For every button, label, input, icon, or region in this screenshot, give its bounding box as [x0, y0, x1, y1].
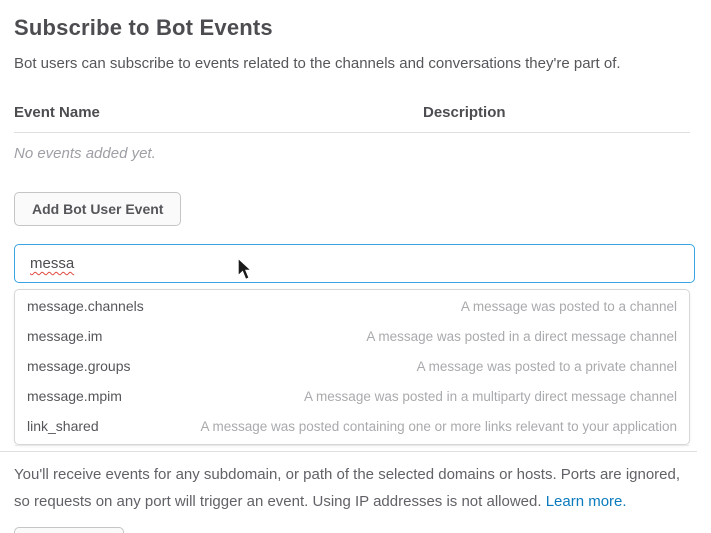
dropdown-footer-divider — [15, 445, 689, 446]
suggestion-name: link_shared — [27, 418, 99, 434]
suggestion-description: A message was posted containing one or m… — [200, 418, 677, 434]
add-bot-user-event-button[interactable]: Add Bot User Event — [14, 192, 182, 226]
page-subtitle: Bot users can subscribe to events relate… — [14, 55, 621, 72]
suggestion-description: A message was posted in a direct message… — [366, 328, 677, 344]
column-header-event-name: Event Name — [14, 104, 100, 121]
suggestion-name: message.channels — [27, 298, 144, 314]
footer-note: You'll receive events for any subdomain,… — [14, 461, 682, 515]
suggestion-name: message.im — [27, 328, 103, 344]
event-suggestion-dropdown: message.channels A message was posted to… — [14, 289, 690, 446]
suggestion-message-groups[interactable]: message.groups A message was posted to a… — [15, 351, 689, 381]
suggestion-description: A message was posted to a channel — [460, 298, 677, 314]
event-search-input[interactable]: messa — [14, 244, 695, 283]
footer-note-text: You'll receive events for any subdomain,… — [14, 466, 681, 510]
event-search-value: messa — [30, 255, 75, 272]
suggestion-description: A message was posted in a multiparty dir… — [304, 388, 677, 404]
suggestion-message-mpim[interactable]: message.mpim A message was posted in a m… — [15, 381, 689, 411]
section-divider — [0, 451, 697, 452]
suggestion-name: message.mpim — [27, 388, 122, 404]
learn-more-link[interactable]: Learn more. — [545, 493, 627, 510]
suggestion-link-shared[interactable]: link_shared A message was posted contain… — [15, 411, 689, 441]
table-header-divider — [14, 132, 690, 133]
suggestion-message-channels[interactable]: message.channels A message was posted to… — [15, 291, 689, 321]
events-table-header: Event Name Description — [14, 104, 690, 121]
suggestion-description: A message was posted to a private channe… — [416, 358, 677, 374]
suggestion-name: message.groups — [27, 358, 131, 374]
column-header-description: Description — [423, 104, 506, 121]
partial-bottom-button[interactable] — [14, 527, 124, 533]
page-title: Subscribe to Bot Events — [14, 15, 273, 40]
empty-events-message: No events added yet. — [14, 145, 156, 162]
suggestion-message-im[interactable]: message.im A message was posted in a dir… — [15, 321, 689, 351]
